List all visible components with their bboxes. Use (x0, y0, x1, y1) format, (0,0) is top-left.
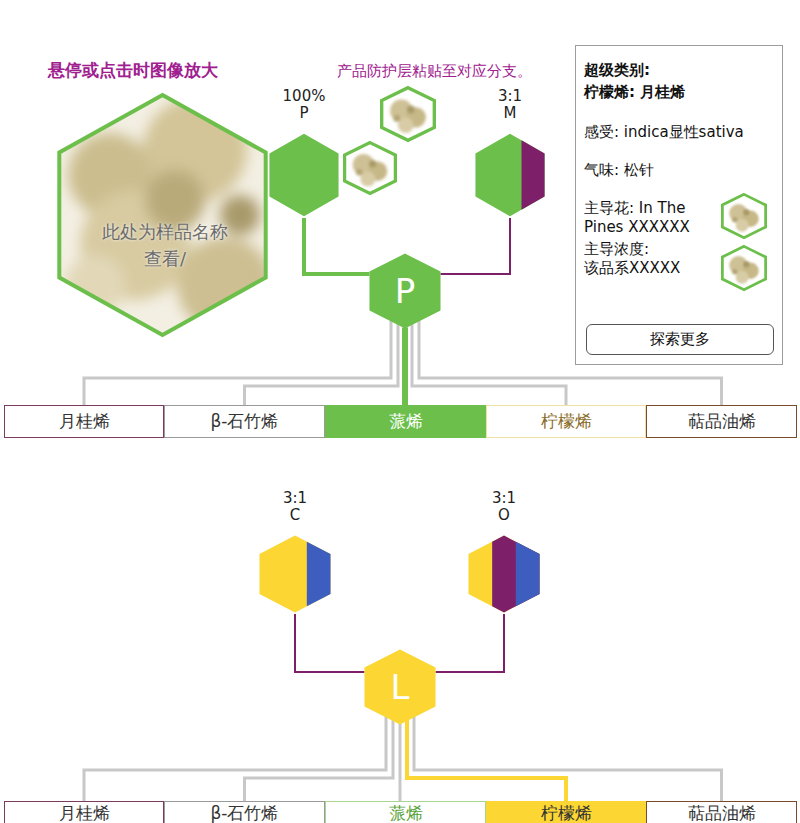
terpene-name: β-石竹烯 (165, 406, 324, 437)
terpene-cell: 月桂烯 (4, 405, 164, 438)
hub-hexagon: P (368, 252, 442, 330)
product-thumbnail (345, 143, 396, 194)
hexagon-shape (474, 132, 546, 218)
hub-letter: P (368, 252, 442, 330)
terpene-name: 月桂烯 (5, 406, 163, 437)
connector-line (304, 218, 370, 274)
connector-line (245, 720, 394, 801)
strain-letter: P (268, 105, 340, 122)
ratio-hexagon: 3:1C (258, 490, 332, 614)
info-panel: 超级类别: 柠檬烯: 月桂烯感受: indica显性sativa 气味: 松针主导花… (575, 45, 783, 365)
hexagon-fill (492, 536, 539, 613)
ratio-hexagon: 3:1O (467, 490, 541, 614)
note-label: 悬停或点击时图像放大 (48, 59, 218, 82)
connector-line (402, 327, 408, 405)
note-label: 产品防护层粘贴至对应分支。 (337, 62, 532, 81)
hexagon-fill (475, 134, 544, 217)
hexagon-shape (55, 90, 270, 340)
terpene-cell: 月桂烯 (4, 801, 164, 823)
terpene-name: 萜品油烯 (647, 406, 796, 437)
ratio-label: 3:1 (258, 490, 332, 507)
ratio-label: 3:1 (467, 490, 541, 507)
connector-line (441, 218, 511, 274)
terpene-name: 柠檬烯 (487, 802, 645, 823)
connector-line (399, 723, 402, 801)
ratio-hexagon: 3:1M (474, 88, 546, 218)
button-label: 探索更多 (587, 325, 773, 353)
hexagon-fill (468, 536, 539, 613)
hexagon-shape (258, 534, 332, 614)
info-line: 柠檬烯: 月桂烯 (584, 83, 779, 102)
connector-line (407, 720, 566, 801)
hexagon-fill (59, 95, 265, 335)
terpene-name: 柠檬烯 (487, 406, 645, 437)
product-thumbnail (382, 88, 435, 141)
strain-letter: C (258, 507, 332, 524)
terpene-cell: β-石竹烯 (164, 801, 325, 823)
terpene-cell: β-石竹烯 (164, 405, 325, 438)
connector-line (84, 716, 386, 801)
terpene-name: 蒎烯 (326, 406, 485, 437)
ratio-label: 3:1 (474, 88, 546, 105)
hub-letter: L (363, 648, 437, 726)
connector-line (414, 716, 722, 801)
terpene-cell: 萜品油烯 (646, 801, 797, 823)
hexagon-shape (467, 534, 541, 614)
ratio-label: 100% (268, 88, 340, 105)
info-line: 主导浓度: 该品系XXXXX (584, 240, 722, 278)
info-line: 超级类别: (584, 61, 779, 80)
terpene-name: 蒎烯 (326, 802, 485, 823)
terpene-name: β-石竹烯 (165, 802, 324, 823)
photo-blobs (55, 90, 273, 340)
info-line: 主导花: In The Pines XXXXXX (584, 199, 722, 237)
hexagon-shape (268, 132, 340, 218)
terpene-name: 月桂烯 (5, 802, 163, 823)
terpene-cell: 柠檬烯 (486, 405, 646, 438)
connector-line (84, 320, 391, 405)
terpene-cell: 柠檬烯 (486, 801, 646, 823)
hexagon-fill (522, 140, 545, 209)
terpene-cell: 蒎烯 (325, 801, 486, 823)
explore-button: 探索更多 (586, 324, 774, 355)
connector-line (412, 324, 566, 405)
connector-line (436, 614, 505, 672)
hexagon-fill (259, 536, 330, 613)
sample-name: 此处为样品名称 查看/ (95, 218, 235, 272)
product-thumbnail (722, 246, 765, 289)
hexagon-fill (269, 134, 338, 217)
info-line: 感受: indica显性sativa (584, 123, 779, 142)
sample-image-hexagon: 此处为样品名称 查看/ (55, 90, 270, 340)
connector-line (295, 614, 365, 672)
hexagon-fill (516, 542, 540, 607)
ratio-hexagon: 100%P (268, 88, 340, 218)
terpene-name: 萜品油烯 (647, 802, 796, 823)
strain-letter: O (467, 507, 541, 524)
product-thumbnail (722, 194, 765, 237)
hub-hexagon: L (363, 648, 437, 726)
terpene-cell: 萜品油烯 (646, 405, 797, 438)
terpene-cell: 蒎烯 (325, 405, 486, 438)
info-line: 气味: 松针 (584, 161, 779, 180)
hexagon-fill (307, 542, 331, 607)
connector-line (245, 324, 399, 405)
strain-letter: M (474, 105, 546, 122)
